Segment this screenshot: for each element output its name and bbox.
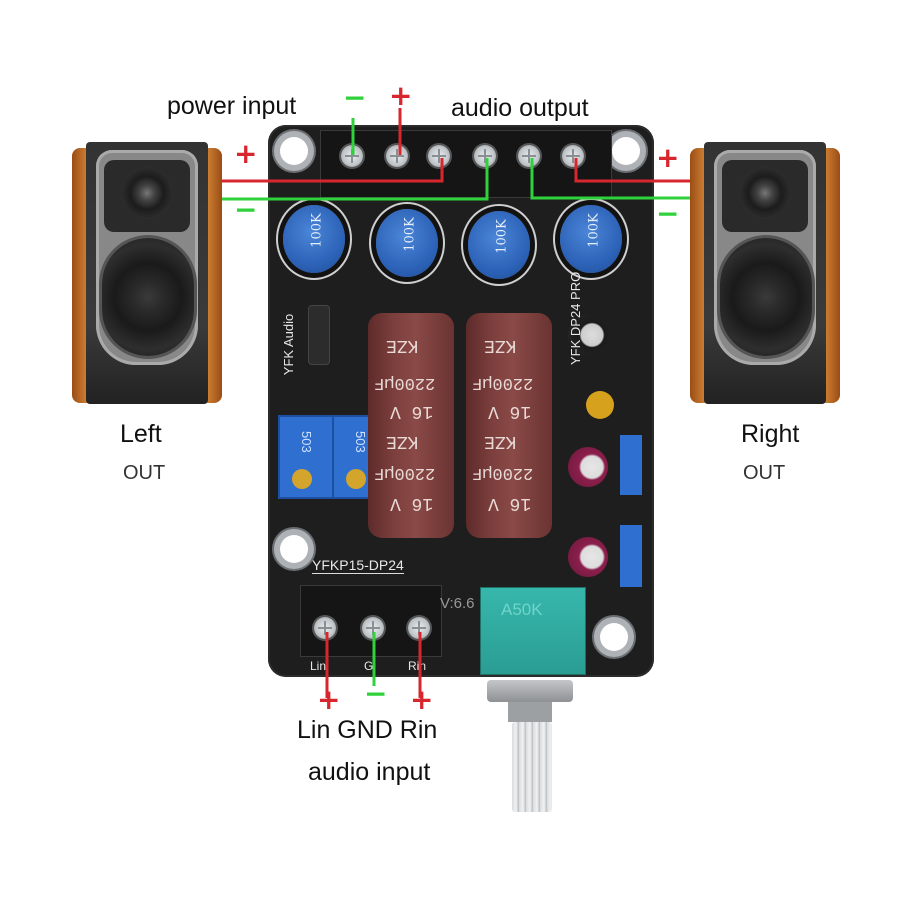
- right-speaker: [690, 142, 840, 406]
- gnd-screw[interactable]: [362, 617, 384, 639]
- rin-pin-label: Rin: [408, 659, 427, 673]
- left-out-label: OUT: [123, 462, 166, 484]
- model-silkscreen: YFKP15-DP24: [312, 557, 404, 574]
- power-minus-screw[interactable]: [341, 145, 363, 167]
- left-speaker-minus-sign: −: [234, 193, 258, 226]
- input-channels-label: Lin GND Rin: [297, 716, 438, 744]
- mounting-hole: [280, 137, 308, 165]
- small-capacitor: [568, 315, 608, 355]
- filter-capacitor-right: KZE 2200µF 16 V KZE 2200µF 16 V: [466, 313, 552, 538]
- lin-screw[interactable]: [314, 617, 336, 639]
- power-plus-screw[interactable]: [386, 145, 408, 167]
- woofer-icon: [720, 238, 812, 356]
- blue-connector: [620, 435, 642, 495]
- right-minus-screw[interactable]: [518, 145, 540, 167]
- bias-pot[interactable]: 100K: [283, 205, 345, 273]
- mounting-hole: [612, 137, 640, 165]
- right-plus-screw[interactable]: [562, 145, 584, 167]
- electrolytic-capacitor: [568, 447, 608, 487]
- speaker-front-panel: [704, 142, 826, 404]
- rin-screw[interactable]: [408, 617, 430, 639]
- gnd-pin-label: G: [364, 659, 374, 673]
- inductor: [308, 305, 330, 365]
- power-input-label: power input: [167, 92, 297, 120]
- output-terminal-block: [320, 130, 612, 198]
- power-minus-sign: −: [343, 81, 367, 114]
- trimmer-screw[interactable]: [292, 469, 312, 489]
- trimmer-screw[interactable]: [346, 469, 366, 489]
- trimmer-left[interactable]: 503: [278, 415, 334, 499]
- volume-pot-marking: A50K: [501, 600, 543, 619]
- filter-capacitor-left: KZE 2200µF 16 V KZE 2200µF 16 V: [368, 313, 454, 538]
- volume-pot-body: A50K: [480, 587, 586, 675]
- right-out-label: OUT: [743, 462, 786, 484]
- right-speaker-plus-sign: +: [656, 141, 680, 174]
- amplifier-board: 100K 100K 100K 100K YFK Audio 503 503 KZ…: [268, 125, 654, 677]
- version-silkscreen: V:6.6: [440, 595, 475, 612]
- tweeter-icon: [121, 167, 173, 219]
- left-speaker-plus-sign: +: [234, 137, 258, 170]
- left-minus-screw[interactable]: [474, 145, 496, 167]
- blue-connector: [620, 525, 642, 587]
- mounting-hole: [280, 535, 308, 563]
- left-plus-screw[interactable]: [428, 145, 450, 167]
- audio-output-label: audio output: [451, 94, 589, 122]
- right-plus-wire: [574, 158, 690, 183]
- left-minus-wire: [222, 158, 489, 201]
- power-plus-sign: +: [389, 79, 413, 112]
- bias-pot[interactable]: 100K: [468, 211, 530, 279]
- bias-pot[interactable]: 100K: [376, 209, 438, 277]
- lin-plus-sign: +: [317, 683, 341, 716]
- tantalum-capacitor: [586, 391, 614, 419]
- tweeter-icon: [739, 167, 791, 219]
- bias-pot[interactable]: 100K: [560, 205, 622, 273]
- speaker-front-panel: [86, 142, 208, 404]
- lin-pin-label: Lin: [310, 659, 327, 673]
- left-plus-wire: [222, 158, 444, 183]
- right-speaker-minus-sign: −: [656, 197, 680, 230]
- left-speaker: [72, 142, 222, 406]
- gnd-minus-sign: −: [364, 677, 388, 710]
- woofer-icon: [102, 238, 194, 356]
- volume-knob-shaft[interactable]: [512, 722, 552, 812]
- right-minus-wire: [530, 158, 690, 200]
- mounting-hole: [600, 623, 628, 651]
- left-label: Left: [120, 420, 162, 448]
- volume-nut: [487, 680, 573, 702]
- audio-input-label: audio input: [308, 758, 431, 786]
- volume-thread: [508, 702, 552, 722]
- electrolytic-capacitor: [568, 537, 608, 577]
- rin-plus-sign: +: [410, 683, 434, 716]
- right-label: Right: [741, 420, 800, 448]
